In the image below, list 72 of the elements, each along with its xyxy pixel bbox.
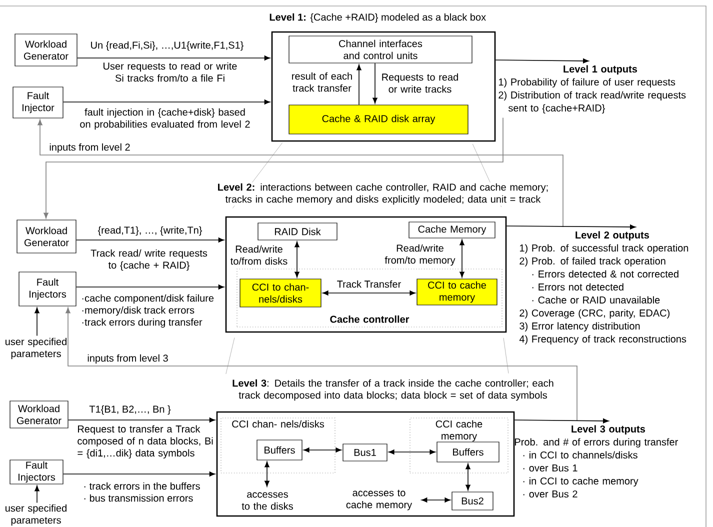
edge-label: inputs from level 3 — [88, 354, 168, 364]
component-box: Workload Generator — [16, 220, 76, 254]
double-arrow — [460, 239, 464, 278]
component-box: Buffers — [256, 440, 302, 460]
edge-label: Read/write to/from disks — [230, 245, 288, 265]
arrow — [66, 307, 578, 422]
double-arrow — [421, 498, 451, 502]
bullet-item: · track errors in the buffers — [84, 482, 200, 490]
level-title: Level 2: interactions between cache controller, RAID and cache memory; tracks in cache memory and disks explicitly modeled; data unit = track — [210, 182, 556, 206]
arrow — [76, 56, 270, 60]
bullet-item: ·memory/disk track errors — [82, 306, 194, 316]
arrow — [372, 62, 378, 104]
double-arrow — [303, 448, 342, 452]
text-label: user specified parameters — [6, 338, 66, 360]
component-box: Bus1 — [342, 444, 388, 462]
component-box: Workload Generator — [14, 34, 78, 66]
edge-label: Read/write from/to memory — [384, 244, 456, 266]
text-label: user specified parameters — [6, 504, 66, 526]
edge-label: fault injection in {cache+disk} based on probabilities evaluated from level 2 — [80, 108, 250, 130]
bullet-item: ·cache component/disk failure — [82, 294, 214, 304]
output-list: Level 2 outputs 1) Prob. of successful track operation 2) Prob. of failed track operation · Errors detected & not corrected · Errors not detected · Cache or RAID unavailable 2) Coverage (CRC, parity, EDAC) 3) Error latency distribution 4) Frequency of track reconstructions — [519, 231, 688, 344]
edge-label: {read,T1}, …, {write,Tn} — [98, 226, 202, 236]
arrow — [68, 418, 216, 422]
component-box: Fault Injectors — [10, 460, 64, 484]
component-box: Channel interfaces and control units — [288, 36, 472, 64]
arrow — [34, 307, 40, 336]
arrow — [62, 100, 270, 104]
arrow — [44, 117, 504, 219]
edge-label: inputs from level 2 — [50, 143, 130, 153]
output-list: Level 3 outputs Prob. and # of errors during transfer · in CCI to channels/disks · over Bus 1 · in CCI to cache memory · over Bus 2 — [515, 425, 678, 498]
double-arrow — [388, 450, 436, 454]
component-box: RAID Disk — [258, 222, 338, 240]
output-list: Level 1 outputs 1) Probability of failure of user requests 2) Distribution of track read/write requests sent to {cache+RAID} — [498, 65, 686, 114]
edge-label: Un {read,Fi,Si}, …,U1{write,F1,S1} — [91, 41, 244, 51]
arrow — [62, 472, 216, 476]
edge-label: Track Transfer — [337, 280, 401, 288]
highlighted-box: CCI to cache memory — [416, 278, 498, 306]
annotation: Request to transfer a Track composed of n data blocks, Bi = {di1,…dik} data symbols — [78, 425, 213, 458]
component-box: Bus2 — [452, 492, 494, 510]
text-label: accesses to the disks — [242, 492, 293, 510]
double-arrow — [294, 241, 300, 278]
arrow — [506, 224, 636, 230]
bullet-item: · bus transmission errors — [84, 494, 193, 502]
double-arrow — [264, 461, 270, 487]
bullet-item: ·track errors during transfer — [82, 318, 202, 328]
edge-label: result of each track transfer — [292, 72, 352, 92]
model-box — [271, 31, 496, 142]
text-label: accesses to cache memory — [346, 490, 412, 510]
component-box: Cache Memory — [408, 222, 496, 238]
annotation: Track read/ write requests to {cache + RAID} — [90, 249, 208, 271]
edge-label: T1{B1, B2,…, Bn } — [89, 405, 171, 415]
double-arrow — [322, 290, 416, 296]
model-box — [216, 411, 515, 517]
double-arrow — [466, 463, 470, 491]
arrow — [38, 119, 564, 228]
highlighted-box: CCI to chan- nels/disks — [240, 278, 322, 308]
level-title: Level 3: Details the transfer of a track inside the cache controller; each track decomposed into data blocks; data block = set of data symbols — [231, 378, 555, 402]
component-box: Fault Injector — [12, 86, 64, 118]
arrow — [514, 418, 609, 424]
component-box: Workload Generator — [10, 400, 68, 428]
arrow — [495, 58, 589, 64]
component-box: Fault Injectors — [18, 272, 76, 306]
model-box — [225, 216, 507, 333]
arrow — [76, 238, 224, 242]
arrow — [34, 485, 40, 504]
level-title: Level 1: {Cache +RAID} modeled as a black box — [270, 13, 486, 23]
highlighted-box: Cache & RAID disk array — [288, 104, 468, 134]
arrow — [76, 284, 224, 290]
arrow — [356, 64, 362, 106]
component-box: Buffers — [436, 442, 500, 462]
annotation: User requests to read or write Si tracks from/to a file Fi — [104, 62, 237, 82]
edge-label: Requests to read or write tracks — [382, 73, 458, 93]
